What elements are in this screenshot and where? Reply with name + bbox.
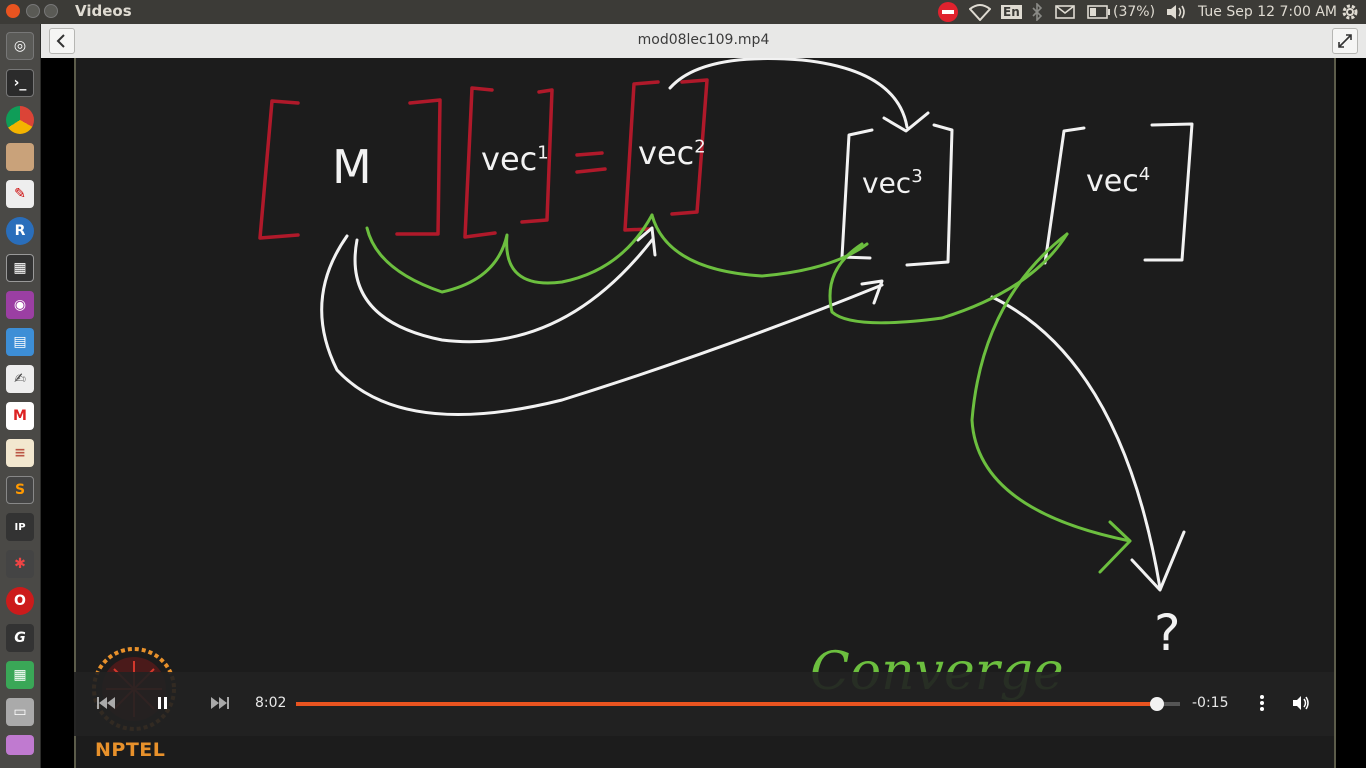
back-button[interactable] [49, 28, 75, 54]
red-brackets [258, 78, 709, 240]
fullscreen-button[interactable] [1332, 28, 1358, 54]
seek-progress [296, 702, 1158, 706]
more-options-button[interactable] [1249, 690, 1275, 716]
volume-button[interactable] [1288, 690, 1314, 716]
window-close-button[interactable] [6, 4, 20, 18]
pause-icon [158, 697, 167, 709]
settings-gear-icon[interactable] [1340, 3, 1360, 21]
network-app-icon[interactable]: ✱ [6, 550, 34, 578]
document-viewer-icon[interactable]: ▤ [6, 328, 34, 356]
video-title: mod08lec109.mp4 [637, 32, 770, 48]
screen-recorder-icon[interactable]: ◉ [6, 291, 34, 319]
board-label-vec4: vec4 [1086, 164, 1150, 199]
pause-button[interactable] [150, 690, 176, 716]
sublime-text-icon[interactable]: S [6, 476, 34, 504]
board-label-vec1: vec1 [481, 140, 549, 178]
vec4-text: vec [1086, 164, 1139, 199]
vec4-superscript: 4 [1138, 164, 1151, 185]
terminal-icon[interactable]: ›_ [6, 69, 34, 97]
vec2-superscript: 2 [694, 136, 706, 158]
trash-icon[interactable] [6, 735, 34, 755]
opera-icon[interactable]: O [6, 587, 34, 615]
chrome-icon[interactable] [6, 106, 34, 134]
seek-bar[interactable] [296, 697, 1180, 711]
do-not-disturb-icon[interactable] [937, 2, 959, 22]
vec3-text: vec [862, 166, 912, 200]
whiteboard-drawing [258, 58, 1194, 592]
board-label-vec3: vec3 [862, 166, 923, 199]
seek-handle[interactable] [1150, 697, 1165, 711]
window-maximize-button[interactable] [44, 4, 58, 18]
vec3-superscript: 3 [911, 166, 923, 187]
vec1-text: vec [481, 140, 538, 178]
text-editor-icon[interactable]: ✍ [6, 365, 34, 393]
bluetooth-icon[interactable] [1031, 3, 1043, 21]
wifi-icon[interactable] [969, 3, 991, 21]
file-manager-icon[interactable] [6, 143, 34, 171]
battery-indicator[interactable]: (37%) [1087, 3, 1155, 21]
video-area[interactable]: M vec1 = vec2 vec3 vec4 ? Converge NPTEL [41, 58, 1366, 768]
vec1-superscript: 1 [537, 142, 549, 164]
current-time: 8:02 [255, 695, 287, 711]
white-arrows [320, 58, 1186, 592]
board-label-m: M [332, 140, 372, 194]
launcher: ◎ ›_ ✎ R ▦ ◉ ▤ ✍ M ≡ S IP ✱ O G ▦ ▭ [0, 24, 41, 768]
video-editor-icon[interactable]: ▦ [6, 254, 34, 282]
skip-forward-button[interactable] [206, 690, 232, 716]
evince-icon[interactable]: ✎ [6, 180, 34, 208]
ipython-icon[interactable]: IP [6, 513, 34, 541]
battery-icon [1087, 5, 1110, 19]
dash-home-icon[interactable]: ◎ [6, 32, 34, 60]
battery-percent: (37%) [1113, 4, 1156, 20]
clock[interactable]: Tue Sep 12 7:00 AM [1198, 4, 1338, 20]
board-label-vec2: vec2 [638, 134, 706, 172]
white-brackets [840, 122, 1194, 267]
board-label-question: ? [1154, 604, 1181, 662]
gmail-icon[interactable]: M [6, 402, 34, 430]
spreadsheet-icon[interactable]: ▦ [6, 661, 34, 689]
player-controls: 8:02 -0:15 [74, 672, 1334, 736]
geogebra-icon[interactable]: G [6, 624, 34, 652]
video-frame: M vec1 = vec2 vec3 vec4 ? Converge [74, 58, 1336, 768]
top-panel: Videos En (37%) Tue Sep 12 7:00 AM [0, 0, 1366, 24]
text-document-icon[interactable]: ≡ [6, 439, 34, 467]
keyboard-language-indicator[interactable]: En [1001, 5, 1022, 19]
vec2-text: vec [638, 134, 695, 172]
skip-back-button[interactable] [94, 690, 120, 716]
nptel-logo-text: NPTEL [95, 739, 166, 761]
expand-icon [1338, 34, 1352, 48]
chevron-left-icon [56, 34, 65, 48]
green-arrows [365, 213, 1132, 574]
remaining-time: -0:15 [1192, 695, 1229, 711]
window-minimize-button[interactable] [26, 4, 40, 18]
volume-icon[interactable] [1165, 3, 1187, 21]
removable-drive-icon[interactable]: ▭ [6, 698, 34, 726]
skip-forward-icon [211, 697, 229, 709]
vertical-dots-icon [1260, 695, 1264, 711]
r-app-icon[interactable]: R [6, 217, 34, 245]
skip-back-icon [97, 697, 115, 709]
speaker-icon [1293, 696, 1309, 710]
app-title: Videos [75, 2, 132, 20]
header-bar: mod08lec109.mp4 [41, 24, 1366, 59]
mail-icon[interactable] [1055, 3, 1075, 21]
